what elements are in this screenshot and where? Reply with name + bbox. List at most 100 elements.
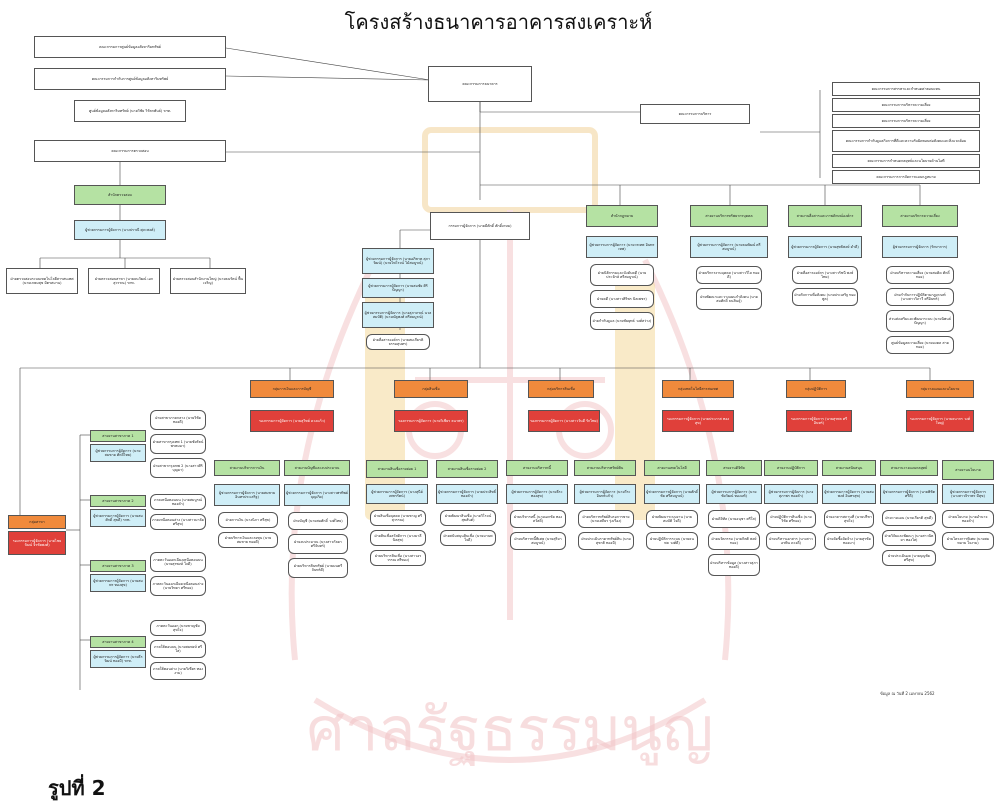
region-title-box: สายงานสาขาภาค 3 <box>90 560 146 572</box>
office-head-box: ผู้ช่วยกรรมการผู้จัดการ (รักษาการ) <box>882 236 958 258</box>
region-title-box: สายงานสาขาภาค 1 <box>90 430 146 442</box>
audit-sub-box: ฝ่ายตรวจสอบระบบเทคโนโลยีสารสนเทศ (นายเกษ… <box>6 268 78 294</box>
president-box: กรรมการผู้จัดการ (นายมีศักดิ์ ศักดิ์เกษม… <box>430 212 530 240</box>
line-head-box: ผู้ช่วยกรรมการผู้จัดการ (นางสุภาพร ทองคำ… <box>764 484 818 504</box>
line-title-box: สายงานบัญชีและงบประมาณ <box>284 460 350 476</box>
line-sub-box: ฝ่ายสินเชื่อบุคคล (นายชาญ ศรีสุวรรณ) <box>370 510 426 526</box>
line-title-box: สายงานนโยบาย <box>942 460 994 480</box>
line-head-box: ผู้ช่วยกรรมการผู้จัดการ (นางสุนีย์ เพชรร… <box>366 484 428 504</box>
region-sub-box: ภาคใต้ตอนล่าง (นายวิเชียร ทองงาม) <box>150 662 206 680</box>
line-title-box: สายงานบริหารหนี้ <box>506 460 568 476</box>
deputy-box: ผู้ช่วยกรรมการผู้จัดการ (นายสมชัย ศิริปั… <box>362 278 434 298</box>
region-sub-box: ภาคตะวันออก (นายชาญชัย สุขใจ) <box>150 620 206 636</box>
group-title-box: กลุ่มสินเชื่อ <box>394 380 468 398</box>
group-title-box: กลุ่มบริหารสินเชื่อ <box>528 380 594 398</box>
line-title-box: สายงานสินเชื่อรายย่อย 2 <box>436 460 498 478</box>
group-head-box: รองกรรมการผู้จัดการ (นายวิเชียร ธนาพร) <box>394 410 468 432</box>
office-sub-box: ฝ่ายบริหารงานบุคคล (นางสาววิไล ทองดี) <box>696 266 762 284</box>
line-title-box: สายงานบริหารการเงิน <box>214 460 280 476</box>
office-head-box: ผู้ช่วยกรรมการผู้จัดการ (นายธนพัฒน์ ศรีส… <box>690 236 768 258</box>
region-title-box: สายงานสาขาภาค 4 <box>90 636 146 648</box>
office-head-box: ผู้ช่วยกรรมการผู้จัดการ (นายสุทธิพงษ์ ดำ… <box>788 236 862 258</box>
line-sub-box: ฝ่ายดิจิทัล (นายอนุชา ศรีใส) <box>708 510 760 528</box>
right-committee-box: คณะกรรมการกำกับดูแลกิจการที่ดีและความรับ… <box>832 130 980 152</box>
line-title-box: สายงานวางแผนกลยุทธ์ <box>880 460 938 476</box>
line-sub-box: ฝ่ายบริหารสินเชื่อ (นางสาวอรวรรณ ศรีทอง) <box>370 550 426 566</box>
office-sub-box: ส่วนส่งเสริมและพัฒนาระบบ (นายนิพนธ์ ปัญญ… <box>886 310 954 332</box>
group-title-box: กลุ่มเทคโนโลยีสารสนเทศ <box>662 380 734 398</box>
date-note: ข้อมูล ณ วันที่ 2 เมษายน 2562 <box>880 691 935 696</box>
branch-group-title-box: กลุ่มสาขา <box>8 515 66 529</box>
region-sub-box: ฝ่ายสาขากรุงเทพ 2 (นางสาวศิริ บุญมา) <box>150 458 206 478</box>
office-head-box: ผู้ช่วยกรรมการผู้จัดการ (นายวรเทพ อินทรเ… <box>586 236 658 258</box>
right-committee-box: คณะกรรมการบริหารความเสี่ยง <box>832 98 980 112</box>
region-sub-box: ภาคตะวันออกเฉียงเหนือตอนล่าง (นายวิทยา ศ… <box>150 576 206 596</box>
line-title-box: สายงานปฏิบัติการ <box>764 460 818 476</box>
office-title-box: สายงานสื่อสารและภาพลักษณ์องค์กร <box>788 205 862 227</box>
region-head-box: ผู้ช่วยกรรมการผู้จัดการ (นายธีรวัฒน์ ทอง… <box>90 650 146 668</box>
line-sub-box: ฝ่ายบริหารหนี้ (นายเอกชัย ทองสวัสดิ์) <box>510 510 566 528</box>
deputy-box: ผู้ช่วยกรรมการผู้จัดการ (นางสุภาภรณ์ นวล… <box>362 302 434 328</box>
line-sub-box: ฝ่ายโครงการพิเศษ (นายสมหมาย ใจงาม) <box>942 532 994 550</box>
line-head-box: ผู้ช่วยกรรมการผู้จัดการ (นายสมพงษ์ อินทร… <box>822 484 876 504</box>
office-sub-box: ฝ่ายบริหารความเสี่ยง (นายสมคิด ศักดิ์ทอง… <box>886 266 954 284</box>
chart-title: โครงสร้างธนาคารอาคารสงเคราะห์ <box>344 10 653 34</box>
line-sub-box: ฝ่ายปฏิบัติการสินเชื่อ (นายวิชัย ศรีทอง) <box>766 510 816 528</box>
line-sub-box: ฝ่ายบริหารหนี้พิเศษ (นายสุริยา สมบูรณ์) <box>510 532 566 550</box>
office-sub-box: ฝ่ายคดี (นางสาวศิริพร นิลเพชร) <box>590 290 654 308</box>
deputy-box: ผู้ช่วยกรรมการผู้จัดการ (นายอภิชาต สุภาว… <box>362 248 434 274</box>
line-head-box: ผู้ช่วยกรรมการผู้จัดการ (นายศักดิ์ชัย ศร… <box>644 484 700 504</box>
line-sub-box: ฝ่ายบริหารสินทรัพย์ (นายมนตรี จันทร์ดี) <box>288 558 348 578</box>
audit-head-box: ผู้ช่วยกรรมการผู้จัดการ (นางปราณี ศุภะพง… <box>74 220 166 240</box>
real-estate-data-center-box: ศูนย์ข้อมูลอสังหาริมทรัพย์ (นายวิชัย วิร… <box>74 100 186 122</box>
line-sub-box: ฝ่ายบัญชี (นายสมศักดิ์ วงศ์ไทย) <box>288 512 348 530</box>
office-title-box: สายงานบริหารทรัพยากรบุคคล <box>690 205 768 227</box>
region-sub-box: ภาคเหนือตอนบน (นายสมบูรณ์ ทองคำ) <box>150 494 206 510</box>
office-title-box: สายงานบริหารความเสี่ยง <box>882 205 958 227</box>
right-committee-box: คณะกรรมการสรรหาและกำหนดค่าตอบแทน <box>832 82 980 96</box>
group-head-box: รองกรรมการผู้จัดการ (นายประภาส ทองสุข) <box>662 410 734 432</box>
audit-committee-box: คณะกรรมการตรวจสอบ <box>34 140 226 162</box>
svg-text:ศาลรัฐธรรมนูญ: ศาลรัฐธรรมนูญ <box>307 695 714 766</box>
deputy-box: ฝ่ายสื่อสารองค์กร (นายสมเกียรติ ธรรมสุนท… <box>366 334 430 350</box>
region-head-box: ผู้ช่วยกรรมการผู้จัดการ (นายสมศักดิ์ สุข… <box>90 509 146 527</box>
line-title-box: สายงานสนับสนุน <box>822 460 876 476</box>
line-sub-box: ฝ่ายงบประมาณ (นางสาวกัลยา ศรีจันทร์) <box>288 534 348 554</box>
office-sub-box: ฝ่ายกำกับดูแล (นายชัยยุทธ์ วงศ์สว่าง) <box>590 312 654 330</box>
line-title-box: สายงานดิจิทัล <box>706 460 762 476</box>
line-sub-box: ฝ่ายประเมินผล (นายบุญชัย ศรีสุข) <box>882 550 936 566</box>
region-sub-box: ภาคตะวันออกเฉียงเหนือตอนบน (นายสุรพงษ์ ใ… <box>150 552 206 572</box>
line-sub-box: ฝ่ายบริหารทรัพย์สินรอการขาย (นายเสถียร ร… <box>578 510 634 528</box>
office-title-box: สำนักกฎหมาย <box>586 205 658 227</box>
line-head-box: ผู้ช่วยกรรมการผู้จัดการ (นางสาวจิราพร มี… <box>942 484 994 504</box>
line-head-box: ผู้ช่วยกรรมการผู้จัดการ (นายชัยวัฒน์ ทอง… <box>706 484 762 504</box>
executive-committee-box: คณะกรรมการบริหาร <box>640 104 750 124</box>
office-sub-box: ฝ่ายกำกับการปฏิบัติตามกฎเกณฑ์ (นางสาววิภ… <box>886 288 954 306</box>
audit-sub-box: ฝ่ายตรวจสอบสำนักงานใหญ่ (นายธนรัตน์ ฟื้น… <box>170 268 246 294</box>
figure-caption: รูปที่ 2 <box>48 776 106 800</box>
line-sub-box: ฝ่ายนวัตกรรม (นายกิตติ พงษ์ทอง) <box>708 532 760 550</box>
line-sub-box: ฝ่ายจัดซื้อจัดจ้าง (นายสุรชัย ทองมา) <box>824 532 874 550</box>
line-title-box: สายงานเทคโนโลยี <box>644 460 700 476</box>
region-sub-box: ภาคเหนือตอนล่าง (นางสาวมาลัย ศรีสุข) <box>150 514 206 530</box>
region-sub-box: ภาคใต้ตอนบน (นายสมพงษ์ ศรีใส) <box>150 640 206 658</box>
data-center-supervisory-committee-box: คณะกรรมการกำกับการศูนย์ข้อมูลอสังหาริมทร… <box>34 68 226 90</box>
region-head-box: ผู้ช่วยกรรมการผู้จัดการ (นายสมพร ทองสุข) <box>90 574 146 592</box>
line-sub-box: ฝ่ายนโยบาย (นายอำนาจ ทองคำ) <box>942 510 994 528</box>
line-head-box: ผู้ช่วยกรรมการผู้จัดการ (นายพิชิต ศรีดี) <box>880 484 938 504</box>
line-sub-box: ฝ่ายอาคารสถานที่ (นายปรีชา สุขใจ) <box>824 510 874 528</box>
group-head-box: รองกรรมการผู้จัดการ (นางสาววันดี รักไทย) <box>528 410 600 432</box>
group-title-box: กลุ่มการเงินและการบัญชี <box>250 380 334 398</box>
office-sub-box: ฝ่ายกิจการเพื่อสังคม (นายประเสริฐ ทองพูล… <box>792 288 858 306</box>
line-sub-box: ฝ่ายประเมินราคาทรัพย์สิน (นายสุชาติ ทองม… <box>578 532 634 550</box>
line-sub-box: ฝ่ายการเงิน (นางนิภา ศรีสุข) <box>218 512 278 528</box>
line-sub-box: ฝ่ายวิจัยและพัฒนา (นางสาวนิตยา ทองใส) <box>882 530 936 546</box>
office-sub-box: ศูนย์ข้อมูลความเสี่ยง (นายมงคล สายทอง) <box>886 336 954 354</box>
audit-sub-box: ฝ่ายตรวจสอบสาขา (นายธนวัฒน์ เอกสุวรรณ) ร… <box>88 268 160 294</box>
line-head-box: ผู้ช่วยกรรมการผู้จัดการ (นางสาวพรทิพย์ บ… <box>284 484 350 506</box>
office-sub-box: ฝ่ายพัฒนาและวางแผนกำลังคน (นายสมศักดิ์ ธ… <box>696 288 762 310</box>
line-sub-box: ฝ่ายบริหารข้อมูล (นางสาวสุภา ทองดี) <box>708 554 760 576</box>
office-sub-box: ฝ่ายสื่อสารองค์กร (นางสาวรัชนี พงษ์ไทย) <box>792 266 858 284</box>
right-committee-box: คณะกรรมการบริหารความเสี่ยง <box>832 114 980 128</box>
office-sub-box: ฝ่ายนิติกรรมและบังคับคดี (นายประจักษ์ ศร… <box>590 264 654 286</box>
